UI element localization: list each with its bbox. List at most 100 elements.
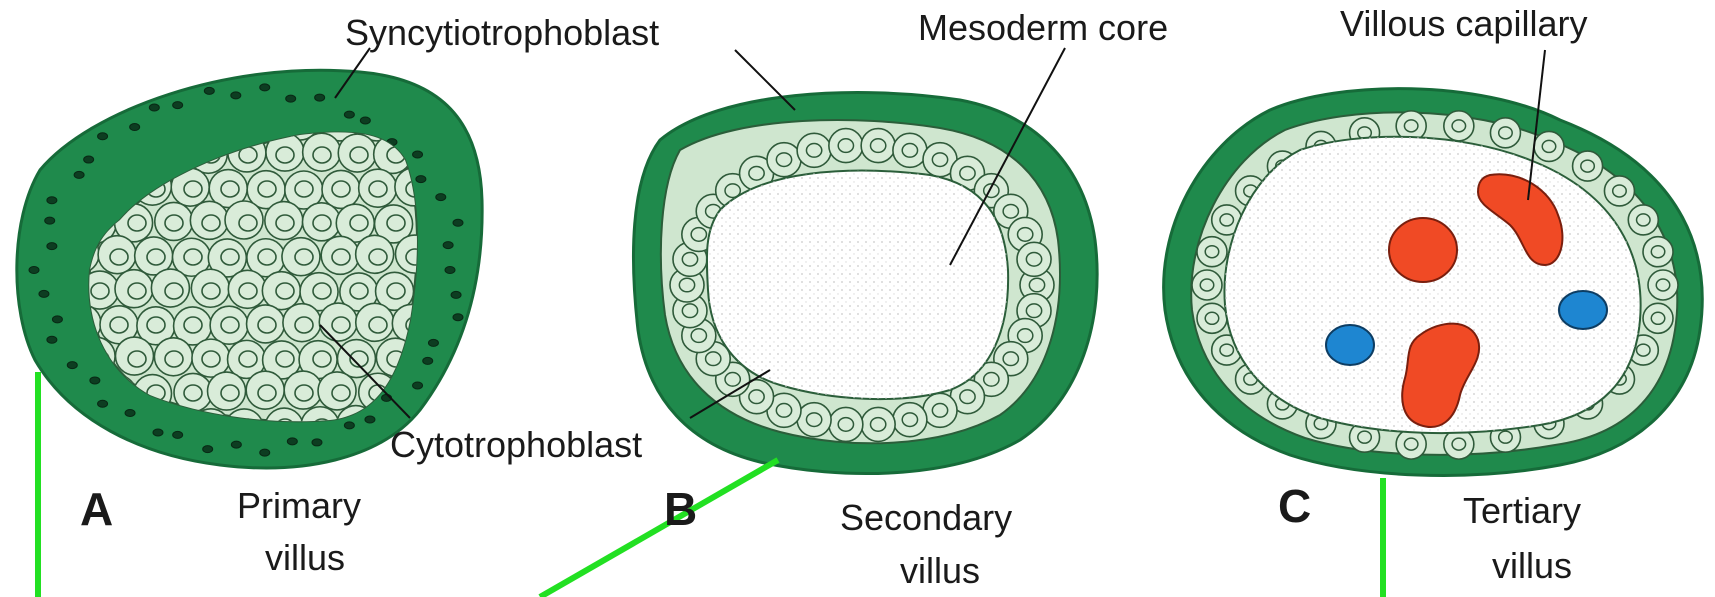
syncytial-nucleus [149,104,159,111]
cytotrophoblast-cell [893,133,927,167]
syncytial-nucleus [416,176,426,183]
syncytial-nucleus [47,197,57,204]
panel-letter-b: B [664,483,697,535]
cytotrophoblast-cell [247,305,285,343]
cytotrophoblast-cell [208,372,246,410]
cell-nucleus [73,113,91,129]
cytotrophoblast-cell [1628,205,1658,235]
syncytial-nucleus [204,87,214,94]
cytotrophoblast-cell [337,340,375,378]
cytotrophoblast-cell [1534,131,1564,161]
panel-name-c-line1: Tertiary [1463,490,1581,531]
syncytial-nucleus [413,382,423,389]
cytotrophoblast-cell [861,129,895,163]
cytotrophoblast-cell [1017,242,1051,276]
syncytial-nucleus [344,422,354,429]
cytotrophoblast-cell [321,236,359,274]
cytotrophoblast-cell [284,371,322,409]
syncytial-nucleus [98,133,108,140]
label-mesoderm-core: Mesoderm core [918,7,1168,48]
label-villous-capillary: Villous capillary [1340,3,1587,44]
syncytial-nucleus [451,291,461,298]
secondary-villus-section [633,93,1097,474]
cytotrophoblast-cell [861,407,895,441]
cytotrophoblast-cell [1573,151,1603,181]
syncytial-nucleus [344,111,354,118]
cytotrophoblast-cell [829,407,863,441]
cytotrophoblast-cell [98,236,136,274]
cytotrophoblast-cell [303,133,341,171]
syncytial-nucleus [365,416,375,423]
cytotrophoblast-cell [359,169,397,207]
syncytial-nucleus [67,362,77,369]
panel-letter-a: A [80,483,113,535]
cytotrophoblast-cell [1643,303,1673,333]
cytotrophoblast-cell [154,338,192,376]
cytotrophoblast-cell [829,129,863,163]
cytotrophoblast-cell [1490,118,1520,148]
syncytial-nucleus [360,117,370,124]
panel-name-c-line2: villus [1492,545,1572,586]
cytotrophoblast-cell [1648,270,1678,300]
syncytial-nucleus [39,290,49,297]
syncytial-nucleus [413,151,423,158]
syncytial-nucleus [453,314,463,321]
syncytial-nucleus [453,219,463,226]
mesoderm-texture-b [707,171,1008,399]
syncytial-nucleus [428,339,438,346]
syncytial-nucleus [130,124,140,131]
syncytial-nucleus [52,316,62,323]
cytotrophoblast-cell [767,143,801,177]
capillary-blue-left [1326,325,1374,365]
label-cytotrophoblast: Cytotrophoblast [390,424,642,465]
syncytial-nucleus [125,409,135,416]
cytotrophoblast-cell [228,270,266,308]
syncytial-nucleus [423,357,433,364]
cytotrophoblast-cell [1444,111,1474,141]
cytotrophoblast-cell [302,203,340,241]
syncytial-nucleus [173,431,183,438]
syncytial-nucleus [287,438,297,445]
cytotrophoblast-cell [356,303,394,341]
syncytial-nucleus [47,243,57,250]
syncytial-nucleus [260,449,270,456]
cytotrophoblast-cell [192,339,230,377]
syncytial-nucleus [84,156,94,163]
cytotrophoblast-cell [246,371,284,409]
cytotrophoblast-cell [115,270,153,308]
panel-name-a-line1: Primary [237,485,361,526]
tertiary-villus-section [1164,89,1703,476]
cytotrophoblast-cell [797,403,831,437]
syncytial-nucleus [286,95,296,102]
capillary-blue-right [1559,291,1607,329]
syncytial-nucleus [153,429,163,436]
cytotrophoblast-cell [923,393,957,427]
syncytial-nucleus [443,242,453,249]
syncytial-nucleus [203,446,213,453]
cytotrophoblast-cell [322,170,360,208]
cytotrophoblast-cell [115,337,153,375]
syncytial-nucleus [47,336,57,343]
syncytial-nucleus [312,439,322,446]
cytotrophoblast-cell [797,133,831,167]
cytotrophoblast-cell [283,304,321,342]
cytotrophoblast-cell [1643,237,1673,267]
panel-name-b-line2: villus [900,550,980,591]
syncytial-nucleus [74,171,84,178]
cytotrophoblast-cell [282,238,320,276]
cytotrophoblast-cell [191,269,229,307]
panel-name-a-line2: villus [265,537,345,578]
cytotrophoblast-cell [893,403,927,437]
syncytial-nucleus [231,92,241,99]
syncytial-nucleus [231,441,241,448]
label-syncytiotrophoblast: Syncytiotrophoblast [345,12,659,53]
syncytial-nucleus [29,267,39,274]
cytotrophoblast-cell [1604,176,1634,206]
cytotrophoblast-cell [225,201,263,239]
cytotrophoblast-cell [190,201,228,239]
cytotrophoblast-cell [1197,303,1227,333]
cytotrophoblast-cell [155,202,193,240]
cytotrophoblast-cell [1192,270,1222,300]
cytotrophoblast-cell [319,303,357,341]
